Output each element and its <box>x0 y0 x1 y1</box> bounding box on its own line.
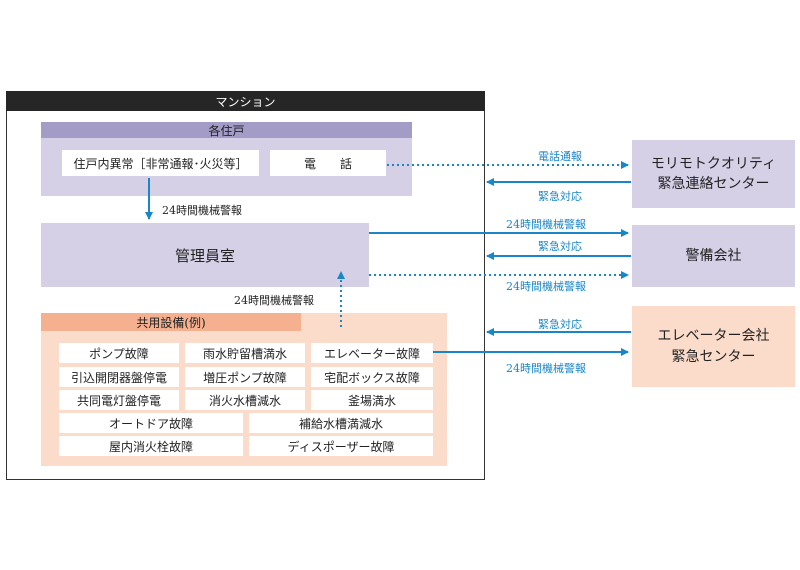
facility-to-office-label: 24時間機械警報 <box>234 294 314 307</box>
emergency-response-label-1: 緊急対応 <box>538 190 582 203</box>
facility-item: 釜場満水 <box>311 390 433 410</box>
units-header: 各住戸 <box>41 122 412 138</box>
mansion-title: マンション <box>6 91 485 111</box>
facility-item: 宅配ボックス故障 <box>311 367 433 387</box>
facility-item: ディスポーザー故障 <box>249 436 433 456</box>
units-to-office-label: 24時間機械警報 <box>162 204 242 217</box>
facility-item: エレベーター故障 <box>311 343 433 363</box>
facility-item: 増圧ポンプ故障 <box>185 367 305 387</box>
alarm-to-elevator-label: 24時間機械警報 <box>506 362 586 375</box>
phone-report-label: 電話通報 <box>538 150 582 163</box>
facility-item: 消火水槽減水 <box>185 390 305 410</box>
elevator-emergency-center: エレベーター会社 緊急センター <box>632 306 795 387</box>
phone-box: 電 話 <box>270 150 386 176</box>
emergency-response-label-2: 緊急対応 <box>538 240 582 253</box>
facility-header: 共用設備(例) <box>41 313 301 331</box>
management-office: 管理員室 <box>41 223 369 287</box>
emergency-center: モリモトクオリティ 緊急連絡センター <box>632 140 795 208</box>
emergency-response-label-3: 緊急対応 <box>538 318 582 331</box>
facility-item: オートドア故障 <box>59 413 243 433</box>
alarm-to-security-label: 24時間機械警報 <box>506 218 586 231</box>
alarm-from-office-label: 24時間機械警報 <box>506 280 586 293</box>
facility-item: 共同電灯盤停電 <box>59 390 179 410</box>
abnormal-alarm-box: 住戸内異常［非常通報･火災等］ <box>62 150 259 176</box>
facility-item: 屋内消火栓故障 <box>59 436 243 456</box>
facility-item: 引込開閉器盤停電 <box>59 367 179 387</box>
facility-item: ポンプ故障 <box>59 343 179 363</box>
facility-item: 補給水槽満減水 <box>249 413 433 433</box>
facility-item: 雨水貯留槽満水 <box>185 343 305 363</box>
security-company: 警備会社 <box>632 225 795 287</box>
